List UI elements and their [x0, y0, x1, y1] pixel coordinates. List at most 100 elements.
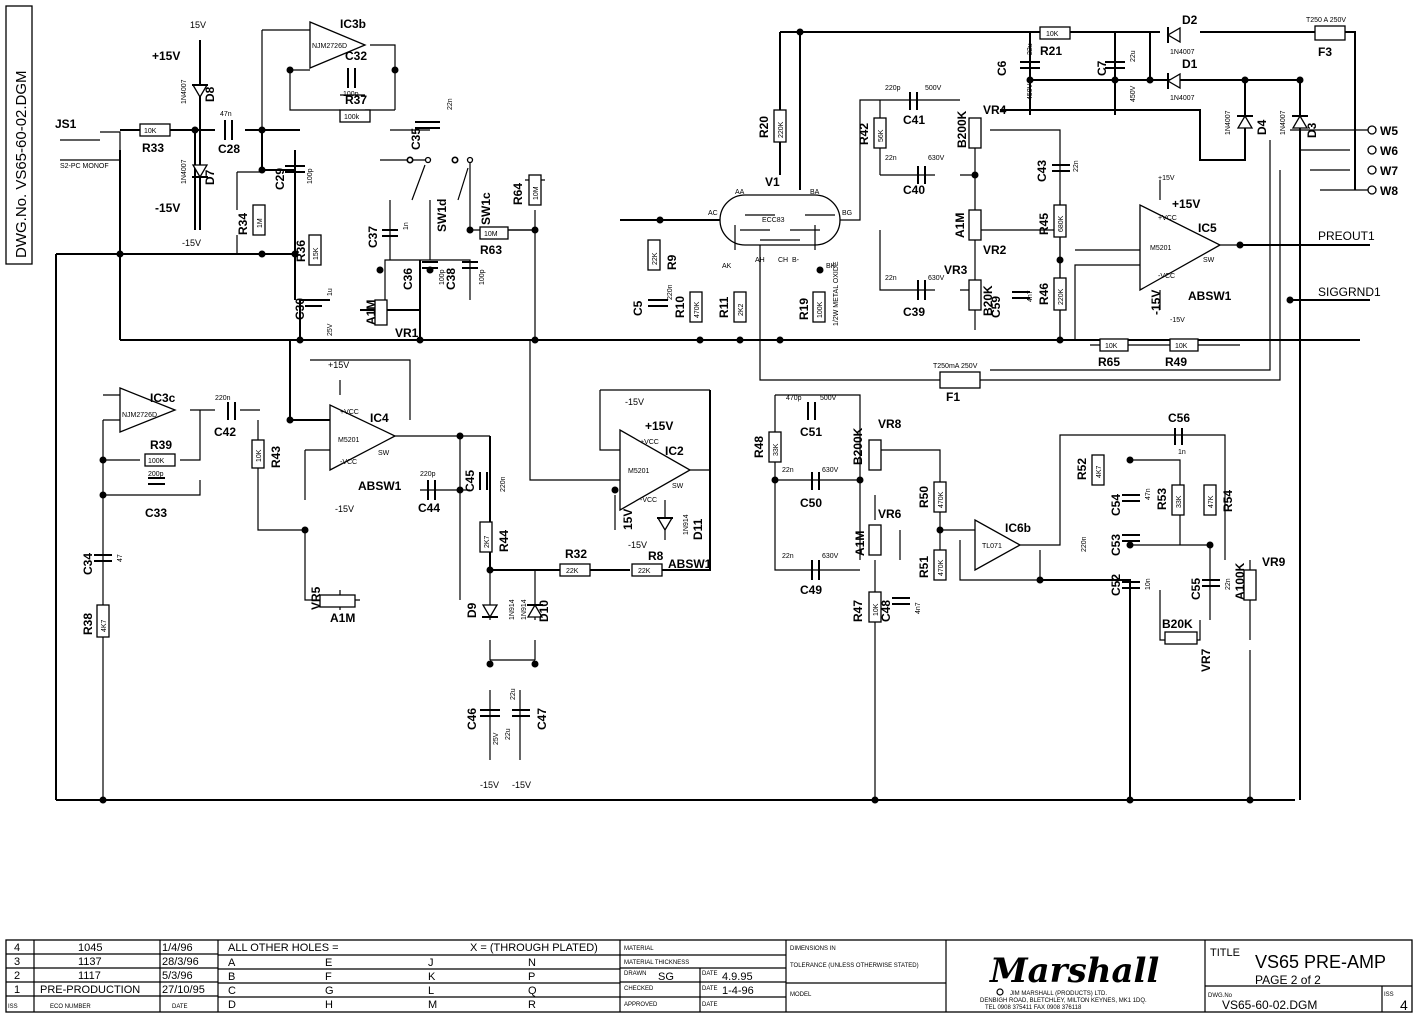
vr1-ref: VR1 — [395, 326, 419, 340]
ic3b-part: NJM2726D — [312, 43, 347, 50]
supply-neg15-c46: -15V — [480, 780, 499, 790]
c43-ref: C43 — [1035, 160, 1049, 182]
c44-ref: C44 — [418, 501, 440, 515]
rev-header-date: DATE — [172, 1004, 188, 1010]
c45-value: 220n — [500, 476, 507, 492]
f3-label: F3 — [1318, 45, 1332, 59]
c49-value: 630V — [822, 553, 839, 560]
supply-pos15-left: +15V — [152, 49, 180, 63]
hole-r: R — [528, 999, 536, 1011]
c30-value: 1u — [327, 288, 334, 296]
title-label: TITLE — [1210, 947, 1240, 959]
c39-value: 630V — [928, 275, 945, 282]
c53-ref: C53 — [1109, 534, 1123, 556]
r46-ref: R46 — [1037, 283, 1051, 305]
ic5: IC5 M5201 +VCC -VCC SW +15V +15V -15V AB… — [1139, 175, 1232, 324]
vr3-ref: VR3 — [944, 263, 968, 277]
r36-ref: R36 — [294, 240, 308, 262]
hole-p: P — [528, 971, 535, 983]
ic3b: IC3b NJM2726D — [309, 17, 367, 69]
r64-ref: R64 — [511, 183, 525, 205]
c49-ref: C49 — [800, 583, 822, 597]
hole-e: E — [325, 957, 332, 969]
r33-value: 10K — [144, 128, 157, 135]
vr8-ref: VR8 — [878, 417, 902, 431]
siggnd-label: SIGGRND1 — [1318, 285, 1381, 299]
ic5-label: IC5 — [1198, 221, 1217, 235]
r32-ref: R32 — [565, 547, 587, 561]
v1-label: V1 — [765, 175, 780, 189]
c30-ref: C30 — [293, 298, 307, 320]
preout-label: PREOUT1 — [1318, 229, 1375, 243]
c53-value: 220n — [1081, 536, 1088, 552]
w8-label: W8 — [1380, 184, 1398, 198]
c47-value: 22u — [510, 688, 517, 700]
capacitors: 47n C28 C29 100p C30 1u 25V C32 100p 200… — [81, 43, 1232, 745]
ic5-pos15-small: +15V — [1158, 175, 1175, 182]
r43-ref: R43 — [269, 446, 283, 468]
c41-value: 500V — [925, 85, 942, 92]
c50-cap: 22n — [782, 467, 794, 474]
r51-value: 470K — [938, 559, 945, 576]
r51-ref: R51 — [917, 556, 931, 578]
ic2-sw: SW — [672, 483, 684, 490]
supply-neg15-small: -15V — [182, 238, 201, 248]
r44-value: 2K7 — [484, 535, 491, 548]
ic4-absw: ABSW1 — [358, 479, 402, 493]
d9-label: D9 — [465, 602, 479, 618]
c59-ref: C59 — [989, 296, 1003, 318]
vr2-ref: VR2 — [983, 243, 1007, 257]
ic5-neg15: -15V — [1149, 290, 1163, 315]
d10-label: D10 — [537, 600, 551, 622]
supply-labels: +15V 15V -15V -15V -15V -15V — [152, 20, 531, 790]
f1-rating: T250mA 250V — [933, 363, 978, 370]
c28-value: 47n — [220, 111, 232, 118]
d1-part: 1N4007 — [1170, 95, 1195, 102]
v1-part: ECC83 — [762, 217, 785, 224]
model-label: MODEL — [790, 992, 812, 998]
c52-value: 10n — [1145, 578, 1152, 590]
v1-pin-ac: AC — [708, 210, 718, 217]
r64-value: 10M — [533, 186, 540, 200]
ic2-label: IC2 — [665, 444, 684, 458]
c56-value: 1n — [1178, 449, 1186, 456]
ic2-neg15-top: -15V — [625, 397, 644, 407]
ic6b-part: TL071 — [982, 543, 1002, 550]
d1-label: D1 — [1182, 57, 1198, 71]
drawn-date-label: DATE — [702, 971, 718, 977]
vertical-dwg-text: DWG.No. VS65-60-02.DGM — [13, 70, 30, 258]
js1-label: JS1 — [55, 117, 77, 131]
resistors: 10K R33 1M R34 15K R36 100k R37 100K R39… — [81, 26, 1235, 638]
checked-date-label: DATE — [702, 986, 718, 992]
switches: SW1d SW1c — [406, 156, 493, 232]
c45-ref: C45 — [463, 470, 477, 492]
w5-label: W5 — [1380, 124, 1398, 138]
c41-ref: C41 — [903, 113, 925, 127]
r38-value: 4K7 — [101, 619, 108, 632]
material-thickness-label: MATERIAL THICKNESS — [624, 960, 689, 966]
r11-ref: R11 — [717, 296, 731, 318]
company-tel: TEL 0908 375411 FAX 0908 376118 — [985, 1005, 1082, 1011]
page-number: PAGE 2 of 2 — [1255, 973, 1321, 987]
c43-value: 22n — [1073, 160, 1080, 172]
material-label: MATERIAL — [624, 946, 654, 952]
c35-value: 22n — [447, 98, 454, 110]
hole-c: C — [228, 985, 236, 997]
sw1d-label: SW1d — [435, 199, 449, 232]
c36-ref: C36 — [401, 268, 415, 290]
r19-value: 100K — [817, 301, 824, 318]
hole-f: F — [325, 971, 332, 983]
rev-date-4: 1/4/96 — [162, 942, 193, 954]
ic3c: IC3c NJM2726D — [119, 387, 177, 433]
d10-part: 1N914 — [521, 599, 528, 620]
ic5-neg15-small: -15V — [1170, 317, 1185, 324]
c55-value: 22n — [1225, 578, 1232, 590]
ic2-15v: 15V — [621, 509, 635, 530]
r47-ref: R47 — [851, 600, 865, 622]
vr8-value: B200K — [851, 427, 865, 465]
rev-date-2: 5/3/96 — [162, 970, 193, 982]
c49-cap: 22n — [782, 553, 794, 560]
r63-ref: R63 — [480, 243, 502, 257]
r50-value: 470K — [938, 491, 945, 508]
checked-date: 1-4-96 — [722, 985, 754, 997]
